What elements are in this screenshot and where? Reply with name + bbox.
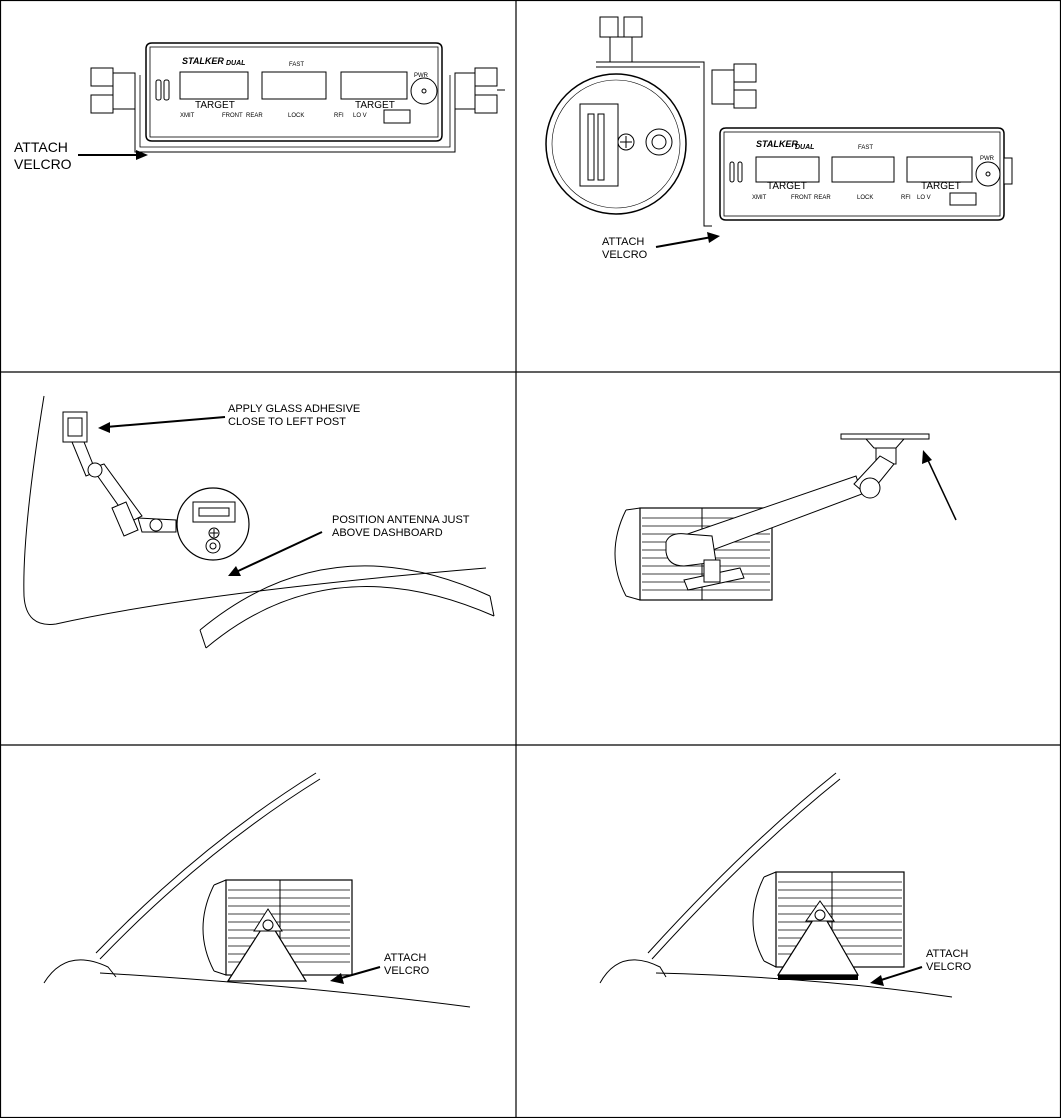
target-right-label: TARGET	[921, 181, 961, 192]
fast-label: FAST	[858, 145, 873, 152]
pwr-label: PWR	[414, 73, 428, 80]
lock-label: LOCK	[857, 195, 873, 202]
callout-attach: ATTACH	[926, 948, 968, 961]
callout-adhesive-line1: APPLY GLASS ADHESIVE	[228, 403, 360, 416]
lov-label: LO V	[917, 195, 931, 202]
panel-antenna-and-display-velcro: ATTACH VELCRO STALKER DUAL FAST TARGET T…	[516, 0, 1061, 372]
model-label: DUAL	[226, 57, 245, 70]
callout-velcro: VELCRO	[926, 961, 971, 974]
rfi-label: RFI	[901, 195, 911, 202]
panel-ceiling-mount	[516, 372, 1061, 745]
front-label: FRONT	[222, 113, 243, 120]
rfi-label: RFI	[334, 113, 344, 120]
rear-label: REAR	[814, 195, 831, 202]
display-unit-drawing	[0, 0, 516, 372]
callout-attach: ATTACH	[602, 236, 644, 249]
target-left-label: TARGET	[767, 181, 807, 192]
callout-velcro: VELCRO	[602, 249, 647, 262]
target-left-label: TARGET	[195, 100, 235, 111]
target-right-label: TARGET	[355, 100, 395, 111]
callout-position-line1: POSITION ANTENNA JUST	[332, 514, 470, 527]
panel-dash-mount-velcro-left: ATTACH VELCRO	[0, 745, 516, 1118]
callout-attach: ATTACH	[14, 139, 68, 155]
callout-position-line2: ABOVE DASHBOARD	[332, 527, 443, 540]
callout-velcro: VELCRO	[384, 965, 429, 978]
callout-attach: ATTACH	[384, 952, 426, 965]
panel-display-mount-velcro: ATTACH VELCRO STALKER DUAL FAST TARGET T…	[0, 0, 516, 372]
front-label: FRONT	[791, 195, 812, 202]
pwr-label: PWR	[980, 156, 994, 163]
panel-dash-mount-velcro-right: ATTACH VELCRO	[516, 745, 1061, 1118]
ceiling-mount-drawing	[516, 372, 1061, 745]
brand-label: STALKER	[182, 55, 224, 68]
model-label: DUAL	[795, 141, 814, 154]
xmit-label: XMIT	[180, 113, 194, 120]
lov-label: LO V	[353, 113, 367, 120]
lock-label: LOCK	[288, 113, 304, 120]
dash-mount-drawing	[0, 745, 516, 1118]
callout-velcro: VELCRO	[14, 156, 72, 172]
fast-label: FAST	[289, 62, 304, 69]
panel-windshield-adhesive: APPLY GLASS ADHESIVE CLOSE TO LEFT POST …	[0, 372, 516, 745]
callout-adhesive-line2: CLOSE TO LEFT POST	[228, 416, 346, 429]
xmit-label: XMIT	[752, 195, 766, 202]
dash-mount-velcro-drawing	[516, 745, 1061, 1118]
brand-label: STALKER	[756, 138, 798, 151]
rear-label: REAR	[246, 113, 263, 120]
